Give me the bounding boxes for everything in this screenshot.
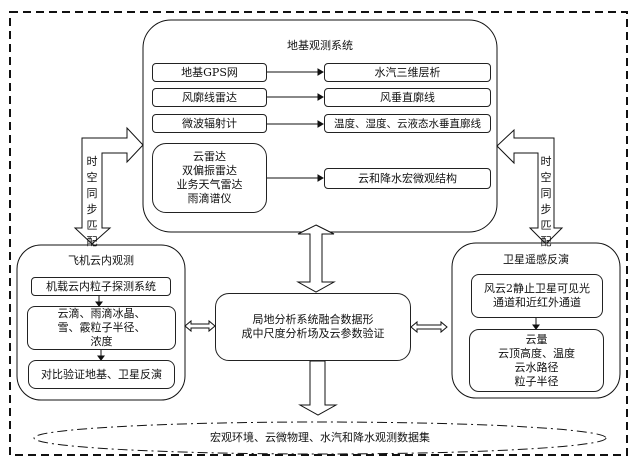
down-arrow-dataset	[298, 360, 338, 416]
center-analysis-box: 局地分析系统融合数据形 成中尺度分析场及云参数验证	[215, 293, 411, 361]
double-arrow-right	[410, 320, 448, 334]
radar-result-box: 云和降水宏微观结构	[324, 168, 491, 189]
ground-result-wind: 风垂直廓线	[324, 88, 491, 107]
outer-dashed-frame	[9, 11, 628, 456]
aircraft-step3: 对比验证地基、卫星反演	[28, 360, 175, 389]
ground-source-microwave: 微波辐射计	[152, 114, 267, 133]
satellite-step2-line4: 粒子半径	[514, 374, 559, 388]
radar-item-4: 雨滴谱仪	[187, 192, 232, 205]
radar-item-1: 云雷达	[193, 150, 226, 163]
arrowhead-wind	[317, 93, 324, 101]
aircraft-step1-label: 机载云内粒子探测系统	[46, 279, 156, 293]
arrowhead-aircraft-1	[95, 301, 103, 307]
arrowhead-microwave	[317, 120, 324, 128]
sync-arrow-left	[73, 126, 144, 245]
ground-source-gps: 地基GPS网	[152, 63, 267, 82]
sync-arrow-right	[496, 128, 564, 245]
sync-label-left: 时空同步匹配	[86, 155, 98, 248]
satellite-step1-line2: 通道和近红外通道	[493, 296, 581, 309]
aircraft-step2-line2: 雪、霰粒子半径、	[57, 321, 146, 334]
dataset-ellipse	[33, 421, 607, 455]
ground-source-microwave-label: 微波辐射计	[182, 116, 237, 130]
aircraft-step3-label: 对比验证地基、卫星反演	[41, 367, 162, 381]
arrowhead-satellite	[532, 324, 540, 330]
center-line2: 成中尺度分析场及云参数验证	[241, 327, 385, 340]
ground-result-microwave: 温度、湿度、云液态水垂直廓线	[324, 114, 491, 133]
satellite-step1: 风云2静止卫星可见光 通道和近红外通道	[471, 274, 603, 318]
satellite-step2-line2: 云顶高度、温度	[498, 346, 575, 360]
aircraft-title: 飞机云内观测	[68, 254, 134, 267]
aircraft-step2-line1: 云滴、雨滴冰晶、	[57, 307, 146, 320]
double-arrow-left	[184, 319, 216, 333]
satellite-title: 卫星遥感反演	[503, 253, 569, 266]
radar-result-label: 云和降水宏微观结构	[358, 171, 457, 185]
ground-result-wind-label: 风垂直廓线	[380, 90, 435, 104]
sync-label-right: 时空同步匹配	[540, 155, 552, 248]
ground-result-gps: 水汽三维层析	[324, 63, 491, 82]
aircraft-step2: 云滴、雨滴冰晶、 雪、霰粒子半径、 浓度	[27, 306, 176, 350]
ground-result-microwave-label: 温度、湿度、云液态水垂直廓线	[334, 117, 481, 130]
radar-item-3: 业务天气雷达	[176, 178, 243, 191]
arrowhead-aircraft-2	[97, 355, 105, 361]
arrowhead-gps	[317, 68, 324, 76]
double-arrow-vertical	[296, 224, 336, 293]
ground-system-title: 地基观测系统	[287, 39, 353, 52]
satellite-step2-line1: 云量	[525, 332, 548, 346]
satellite-step2-line3: 云水路径	[514, 360, 559, 374]
center-line1: 局地分析系统融合数据形	[252, 313, 374, 326]
aircraft-step1: 机载云内粒子探测系统	[31, 277, 171, 296]
radar-group-box: 云雷达 双偏振雷达 业务天气雷达 雨滴谱仪	[152, 143, 267, 213]
ground-result-gps-label: 水汽三维层析	[374, 65, 441, 79]
dataset-label: 宏观环境、云微物理、水汽和降水观测数据集	[210, 431, 430, 444]
ground-source-wind: 风廓线雷达	[152, 88, 267, 107]
aircraft-step2-line3: 浓度	[90, 335, 113, 348]
ground-source-gps-label: 地基GPS网	[181, 65, 238, 79]
arrowhead-radar	[317, 174, 324, 182]
satellite-step2: 云量 云顶高度、温度 云水路径 粒子半径	[469, 329, 604, 392]
satellite-step1-line1: 风云2静止卫星可见光	[484, 282, 590, 295]
radar-item-2: 双偏振雷达	[182, 164, 237, 177]
ground-source-wind-label: 风廓线雷达	[182, 90, 237, 104]
